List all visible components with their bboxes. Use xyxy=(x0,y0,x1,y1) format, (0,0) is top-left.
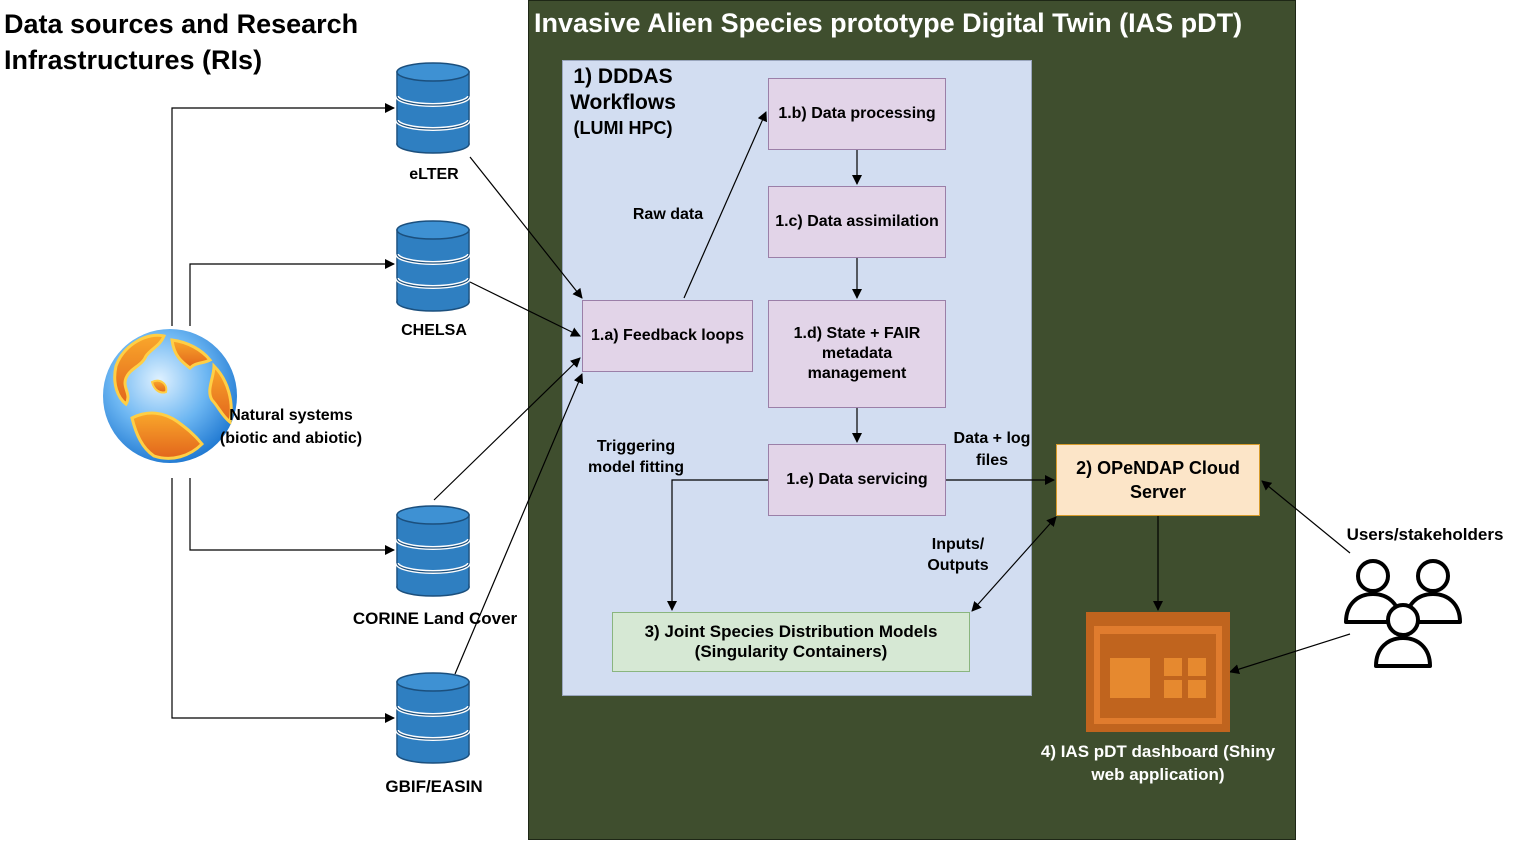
raw-data-label: Raw data xyxy=(632,206,704,223)
source-label-corine: CORINE Land Cover xyxy=(352,609,518,628)
data-servicing-box: 1.e) Data servicing xyxy=(768,444,946,516)
globe-to-elter-arrow xyxy=(171,103,395,326)
jsdm-opendap-arrow xyxy=(971,516,1057,612)
users-to-dashboard-arrow xyxy=(1229,633,1351,675)
chelsa-to-feedback-arrow xyxy=(469,281,581,337)
dashboard-icon xyxy=(1086,612,1230,732)
users-label: Users/stakeholders xyxy=(1346,525,1504,544)
jsdm-box: 3) Joint Species Distribution Models (Si… xyxy=(612,612,970,672)
source-label-gbif: GBIF/EASIN xyxy=(385,777,483,796)
globe-to-corine-arrow xyxy=(189,478,395,555)
data-assimilation-box: 1.c) Data assimilation xyxy=(768,186,946,258)
database-icon xyxy=(396,672,470,764)
source-label-elter: eLTER xyxy=(409,166,459,183)
feedback-loops-box: 1.a) Feedback loops xyxy=(582,300,753,372)
natural-systems-label: Natural systems (biotic and abiotic) xyxy=(219,407,363,447)
dddas-subtitle: (LUMI HPC) xyxy=(573,118,673,138)
data-processing-box: 1.b) Data processing xyxy=(768,78,946,150)
database-icon xyxy=(396,62,470,154)
gbif-to-feedback-arrow xyxy=(454,373,584,675)
twin-title: Invasive Alien Species prototype Digital… xyxy=(534,8,1243,38)
elter-to-feedback-arrow xyxy=(469,156,583,299)
database-icon xyxy=(396,505,470,597)
corine-to-feedback-arrow xyxy=(433,357,581,501)
source-label-chelsa: CHELSA xyxy=(401,322,467,339)
left-heading: Data sources and Research Infrastructure… xyxy=(4,9,359,75)
state-metadata-box: 1.d) State + FAIR metadata management xyxy=(768,300,946,408)
users-to-opendap-arrow xyxy=(1261,480,1351,554)
raw-data-arrow xyxy=(683,111,767,299)
data-log-files-label: Data + log files xyxy=(953,430,1031,469)
opendap-server-box: 2) OPeNDAP Cloud Server xyxy=(1056,444,1260,516)
database-icon xyxy=(396,220,470,312)
globe-icon xyxy=(103,329,237,463)
dashboard-label: 4) IAS pDT dashboard (Shiny web applicat… xyxy=(1040,742,1276,784)
globe-to-chelsa-arrow xyxy=(189,259,395,326)
triggering-label: Triggering model fitting xyxy=(588,438,684,476)
inputs-outputs-label: Inputs/ Outputs xyxy=(927,536,989,574)
dddas-title: 1) DDDAS Workflows xyxy=(570,65,676,114)
globe-to-gbif-arrow xyxy=(171,478,395,723)
users-icon xyxy=(1344,559,1462,668)
servicing-to-jsdm-arrow xyxy=(667,479,768,611)
